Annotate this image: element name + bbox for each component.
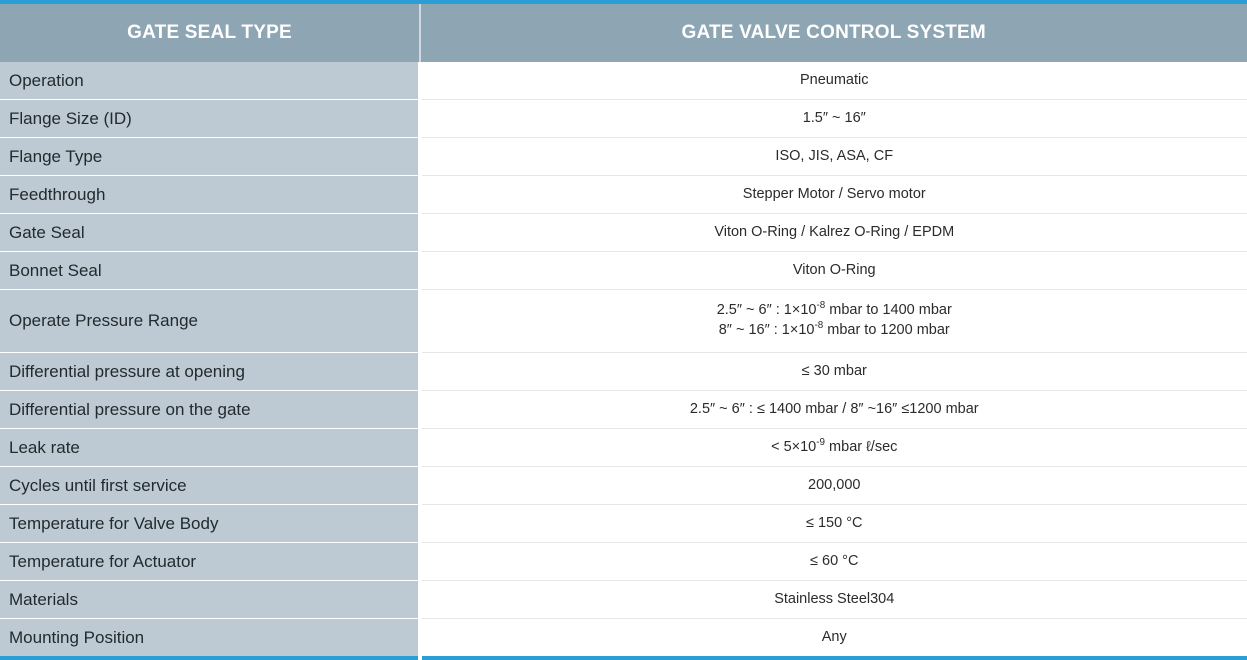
row-label-operate-pressure-range: Operate Pressure Range <box>0 289 422 353</box>
pressure-range-line-2-prefix: 8″ ~ 16″ : 1×10 <box>718 322 815 338</box>
row-label-gate-seal: Gate Seal <box>0 213 422 252</box>
row-value-operate-pressure-range: 2.5″ ~ 6″ : 1×10-8 mbar to 1400 mbar 8″ … <box>420 289 1247 353</box>
row-value-mounting-position: Any <box>420 618 1247 658</box>
header-row: GATE SEAL TYPE GATE VALVE CONTROL SYSTEM <box>0 2 1247 62</box>
column-header-gate-seal-type: GATE SEAL TYPE <box>0 2 421 62</box>
row-value-flange-size: 1.5″ ~ 16″ <box>420 99 1247 138</box>
row-value-flange-type: ISO, JIS, ASA, CF <box>420 137 1247 176</box>
row-label-differential-pressure-on-the-gate: Differential pressure on the gate <box>0 390 422 429</box>
table-row: Cycles until first service 200,000 <box>0 466 1247 505</box>
table-body: Operation Pneumatic Flange Size (ID) 1.5… <box>0 62 1247 658</box>
pressure-range-line-1-prefix: 2.5″ ~ 6″ : 1×10 <box>716 302 817 319</box>
table-row: Materials Stainless Steel304 <box>0 580 1247 619</box>
row-value-materials: Stainless Steel304 <box>420 580 1247 619</box>
row-value-operation: Pneumatic <box>420 62 1247 100</box>
row-value-leak-rate: < 5×10-9 mbar ℓ/sec <box>420 428 1247 467</box>
table-row: Leak rate < 5×10-9 mbar ℓ/sec <box>0 428 1247 467</box>
leak-rate-prefix: < 5×10 <box>771 438 817 455</box>
row-value-differential-pressure-on-the-gate: 2.5″ ~ 6″ : ≤ 1400 mbar / 8″ ~16″ ≤1200 … <box>420 390 1247 429</box>
table-row: Temperature for Actuator ≤ 60 °C <box>0 542 1247 581</box>
leak-rate-suffix: mbar ℓ/sec <box>825 438 898 455</box>
table-row: Bonnet Seal Viton O-Ring <box>0 251 1247 290</box>
row-label-bonnet-seal: Bonnet Seal <box>0 251 422 290</box>
pressure-range-line-2-suffix: mbar to 1200 mbar <box>823 322 950 338</box>
row-label-flange-type: Flange Type <box>0 137 422 176</box>
row-label-temperature-for-actuator: Temperature for Actuator <box>0 542 422 581</box>
row-value-bonnet-seal: Viton O-Ring <box>420 251 1247 290</box>
row-value-gate-seal: Viton O-Ring / Kalrez O-Ring / EPDM <box>420 213 1247 252</box>
row-value-cycles-until-first-service: 200,000 <box>420 466 1247 505</box>
row-value-temperature-for-valve-body: ≤ 150 °C <box>420 504 1247 543</box>
row-label-mounting-position: Mounting Position <box>0 618 422 658</box>
leak-rate-exponent: -9 <box>816 436 826 448</box>
table-header: GATE SEAL TYPE GATE VALVE CONTROL SYSTEM <box>0 2 1247 62</box>
table-row: Flange Size (ID) 1.5″ ~ 16″ <box>0 99 1247 138</box>
table-row: Differential pressure on the gate 2.5″ ~… <box>0 390 1247 429</box>
table-row: Flange Type ISO, JIS, ASA, CF <box>0 137 1247 176</box>
row-label-flange-size: Flange Size (ID) <box>0 99 422 138</box>
row-value-feedthrough: Stepper Motor / Servo motor <box>420 175 1247 214</box>
table-row: Temperature for Valve Body ≤ 150 °C <box>0 504 1247 543</box>
row-label-materials: Materials <box>0 580 422 619</box>
row-label-temperature-for-valve-body: Temperature for Valve Body <box>0 504 422 543</box>
row-value-temperature-for-actuator: ≤ 60 °C <box>420 542 1247 581</box>
pressure-range-line-1-suffix: mbar to 1400 mbar <box>825 302 952 319</box>
row-label-operation: Operation <box>0 62 422 100</box>
row-label-cycles-until-first-service: Cycles until first service <box>0 466 422 505</box>
pressure-range-line-small-flange: 2.5″ ~ 6″ : 1×10-8 mbar to 1400 mbar <box>422 301 1247 321</box>
column-header-gate-valve-control-system: GATE VALVE CONTROL SYSTEM <box>420 2 1247 62</box>
pressure-range-line-large-flange: 8″ ~ 16″ : 1×10-8 mbar to 1200 mbar <box>422 321 1247 341</box>
row-label-feedthrough: Feedthrough <box>0 175 422 214</box>
table-row: Gate Seal Viton O-Ring / Kalrez O-Ring /… <box>0 213 1247 252</box>
table-row: Differential pressure at opening ≤ 30 mb… <box>0 352 1247 391</box>
row-value-differential-pressure-at-opening: ≤ 30 mbar <box>420 352 1247 391</box>
table-row: Mounting Position Any <box>0 618 1247 658</box>
pressure-range-line-1-exponent: -8 <box>816 300 826 312</box>
pressure-range-line-2-exponent: -8 <box>814 320 824 332</box>
row-label-differential-pressure-at-opening: Differential pressure at opening <box>0 352 422 391</box>
table-row: Operation Pneumatic <box>0 62 1247 100</box>
row-label-leak-rate: Leak rate <box>0 428 422 467</box>
table-row: Operate Pressure Range 2.5″ ~ 6″ : 1×10-… <box>0 289 1247 353</box>
table-row: Feedthrough Stepper Motor / Servo motor <box>0 175 1247 214</box>
